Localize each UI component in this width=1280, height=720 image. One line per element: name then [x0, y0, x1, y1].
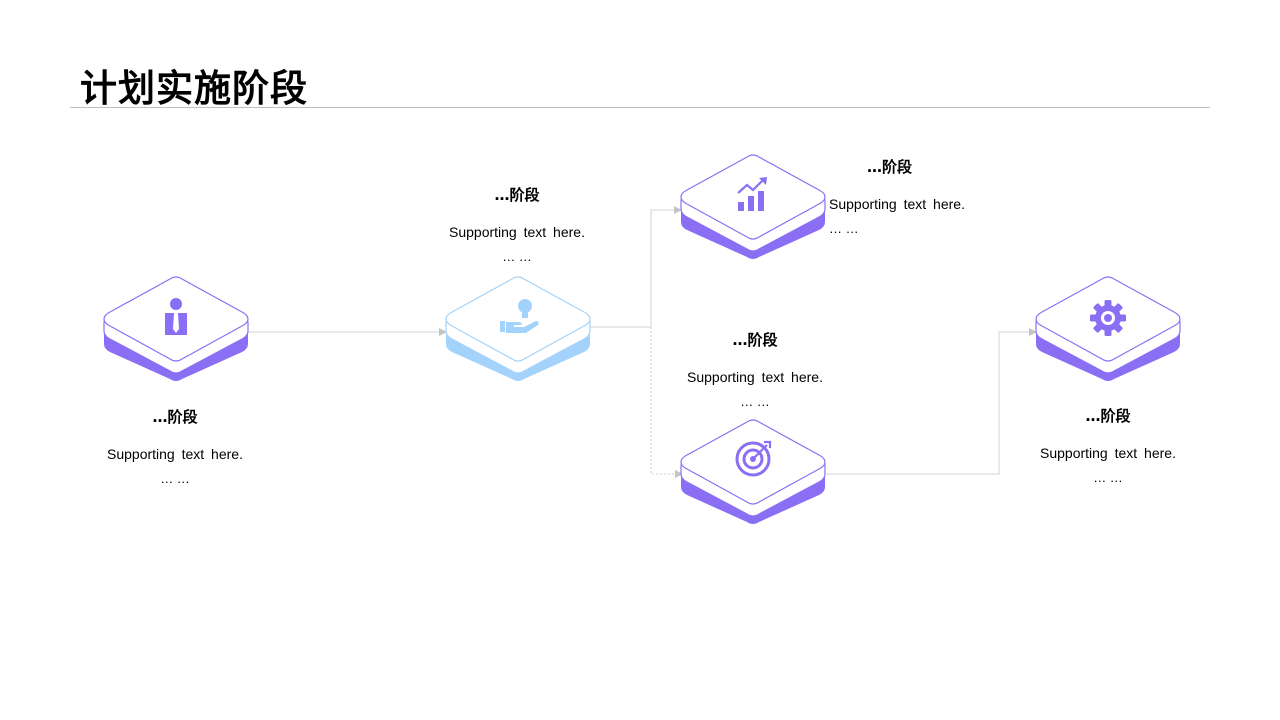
connector-4-5 — [826, 328, 1037, 475]
stage-tile-4 — [680, 419, 826, 524]
stage-tile-1 — [103, 276, 249, 381]
stage-label-5: …阶段 Supporting text here. … … — [998, 405, 1218, 485]
stage-title: …阶段 — [152, 408, 198, 426]
gear-icon — [1090, 300, 1126, 336]
hand-lightbulb-icon — [500, 299, 539, 333]
connector-2-4 — [650, 327, 683, 478]
stage-label-3: …阶段 Supporting text here. … … — [829, 156, 1049, 236]
stage-more: … … — [740, 394, 770, 409]
connector-2-3 — [590, 206, 682, 328]
stage-text: Supporting text here. — [829, 196, 965, 212]
stage-tile-2 — [445, 276, 591, 381]
stage-title: …阶段 — [1085, 407, 1131, 425]
page-title: 计划实施阶段 — [80, 67, 308, 110]
stage-more: … … — [502, 249, 532, 264]
stage-text: Supporting text here. — [449, 224, 585, 240]
title-divider — [70, 107, 1210, 108]
stage-label-2: …阶段 Supporting text here. … … — [407, 184, 627, 264]
stage-more: … … — [160, 471, 190, 486]
stage-text: Supporting text here. — [1040, 445, 1176, 461]
stage-label-1: …阶段 Supporting text here. … … — [65, 406, 285, 486]
stage-title: …阶段 — [732, 331, 778, 349]
stage-label-4: …阶段 Supporting text here. … … — [645, 329, 865, 409]
stage-title: …阶段 — [867, 158, 913, 176]
stage-tile-5 — [1035, 276, 1181, 381]
stage-title: …阶段 — [494, 186, 540, 204]
person-tie-icon — [165, 298, 187, 335]
target-icon — [735, 440, 772, 477]
stage-more: … … — [1093, 470, 1123, 485]
connectors — [247, 206, 1037, 478]
growth-chart-icon — [737, 177, 767, 211]
stage-text: Supporting text here. — [687, 369, 823, 385]
stage-text: Supporting text here. — [107, 446, 243, 462]
stage-tile-3 — [680, 154, 826, 259]
stage-more: … … — [829, 221, 859, 236]
